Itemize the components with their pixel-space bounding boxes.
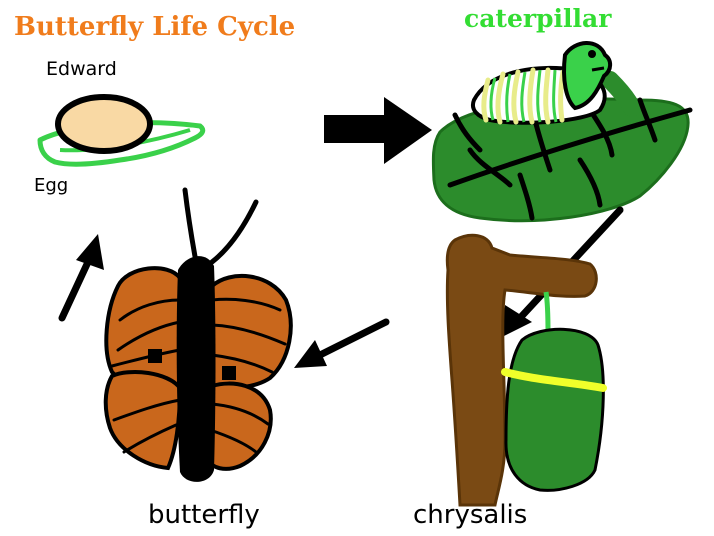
butterfly-body <box>176 256 216 482</box>
chrysalis-band <box>501 368 607 392</box>
arrow-shaft <box>324 115 388 143</box>
caterpillar-eye <box>588 50 596 58</box>
diagram-title: Butterfly Life Cycle <box>14 12 296 42</box>
wing-spot-right <box>222 366 236 380</box>
silk-thread <box>543 291 551 333</box>
antenna-right <box>209 199 259 265</box>
caterpillar-head <box>562 41 613 111</box>
chrysalis-drawing <box>445 233 607 507</box>
author-name: Edward <box>46 58 117 80</box>
butterfly-label: butterfly <box>148 500 260 530</box>
wing-lower-right <box>205 381 273 471</box>
chrysalis-label: chrysalis <box>413 500 528 530</box>
branch <box>445 233 598 507</box>
antenna-left <box>182 187 199 265</box>
butterfly-drawing <box>103 187 293 482</box>
arrow-butterfly-to-egg <box>58 234 104 322</box>
egg-drawing <box>37 94 206 167</box>
caterpillar-mouth <box>591 66 605 72</box>
egg-shape <box>55 94 153 154</box>
leaf-veins <box>447 97 693 221</box>
caterpillar-label: caterpillar <box>464 4 612 33</box>
arrow-chrysalis-to-butterfly <box>294 318 390 368</box>
egg-label: Egg <box>34 175 69 196</box>
caterpillar-stripes-green <box>489 69 558 123</box>
wing-veins <box>110 297 287 454</box>
arrow-egg-to-caterpillar <box>324 97 432 164</box>
chrysalis-shape <box>504 327 605 492</box>
leaf-drawing <box>431 71 693 223</box>
arrow-head <box>384 97 432 164</box>
caterpillar-drawing <box>471 41 613 125</box>
wing-lower-left <box>103 370 183 471</box>
wing-spot-left <box>148 349 162 363</box>
leaf-tip <box>601 71 641 117</box>
